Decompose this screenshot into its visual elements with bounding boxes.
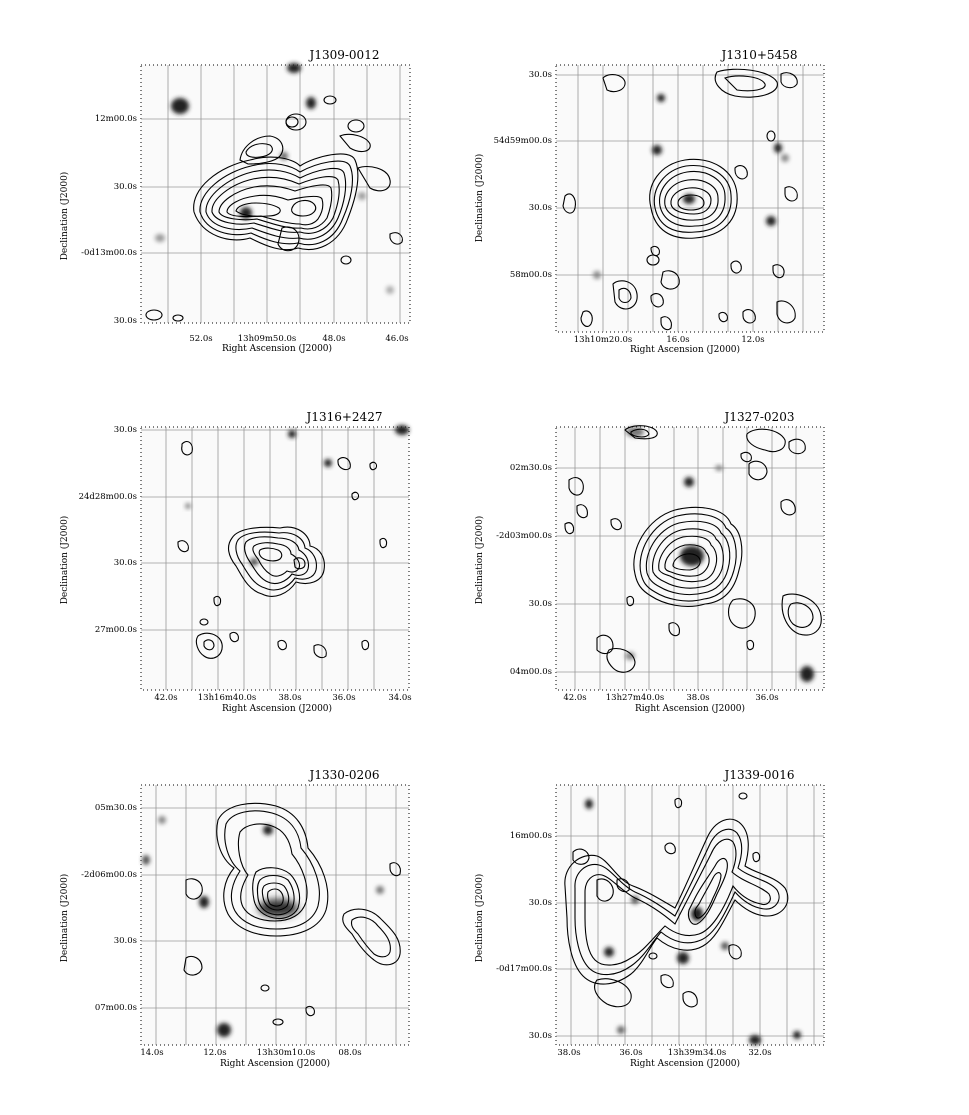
dec-tick-label: 24d28m00.0s (78, 492, 137, 502)
panel-j1310-5458: J1310+5458 (475, 48, 825, 368)
ra-axis-title: Right Ascension (J2000) (629, 345, 741, 355)
ra-tick-label: 14.0s (140, 1048, 164, 1058)
panel-title: J1316+2427 (306, 410, 383, 424)
radio-contours (564, 792, 789, 1008)
ra-tick-label: 38.0s (686, 693, 710, 703)
ra-tick-label: 34.0s (388, 693, 412, 703)
ra-tick-label: 38.0s (278, 693, 302, 703)
optical-sources (185, 425, 409, 566)
radio-contour-map (140, 63, 411, 324)
panel-j1309-0012: J1309-0012 (60, 48, 411, 368)
dec-tick-label: -0d17m00.0s (496, 964, 552, 974)
dec-tick-label: 30.0s (528, 70, 552, 80)
radio-contour-map (555, 425, 825, 691)
ra-tick-label: 13h27m40.0s (605, 693, 665, 703)
ra-tick-label: 48.0s (322, 334, 346, 344)
panel-title: J1330-0206 (309, 768, 380, 782)
ra-tick-label: 38.0s (557, 1048, 581, 1058)
dec-tick-label: 58m00.0s (509, 270, 552, 280)
ra-tick-label: 32.0s (748, 1048, 772, 1058)
dec-tick-label: 30.0s (528, 203, 552, 213)
ra-tick-label: 12.0s (203, 1048, 227, 1058)
dec-tick-label: 05m30.0s (94, 803, 137, 813)
panel-j1316-2427: J1316+2427 (60, 410, 412, 730)
ra-tick-label: 13h39m34.0s (667, 1048, 727, 1058)
ra-tick-label: 42.0s (154, 693, 178, 703)
dec-axis-title: Declination (J2000) (60, 171, 70, 261)
panel-title: J1339-0016 (724, 768, 795, 782)
optical-sources (585, 799, 801, 1045)
dec-tick-label: 04m00.0s (509, 667, 552, 677)
dec-tick-label: 07m00.0s (94, 1003, 137, 1013)
radio-contour-map (140, 425, 410, 691)
radio-contours (145, 95, 403, 322)
ra-tick-label: 13h16m40.0s (197, 693, 257, 703)
ra-tick-label: 13h10m20.0s (573, 335, 633, 345)
dec-tick-label: -2d03m00.0s (496, 531, 552, 541)
dec-tick-label: 30.0s (528, 898, 552, 908)
panel-j1330-0206: J1330-0206 (60, 768, 410, 1088)
radio-contour-map (555, 784, 825, 1046)
panel-j1339-0016: J1339-0016 (475, 768, 825, 1088)
ra-tick-label: 08.0s (338, 1048, 362, 1058)
radio-contours (562, 68, 798, 331)
dec-tick-label: 16m00.0s (509, 831, 552, 841)
radio-contour-map (555, 64, 825, 333)
radio-contours (564, 425, 822, 673)
panel-title: J1309-0012 (309, 48, 380, 62)
dec-tick-label: 54d59m00.0s (493, 136, 552, 146)
dec-axis-title: Declination (J2000) (60, 515, 70, 605)
dec-tick-label: 30.0s (528, 1031, 552, 1041)
dec-tick-label: -0d13m00.0s (81, 248, 137, 258)
dec-tick-label: 30.0s (113, 182, 137, 192)
dec-tick-label: 02m30.0s (509, 463, 552, 473)
dec-axis-title: Declination (J2000) (60, 873, 70, 963)
dec-tick-label: 12m00.0s (94, 114, 137, 124)
dec-axis-title: Declination (J2000) (475, 153, 485, 243)
dec-tick-label: 27m00.0s (94, 625, 137, 635)
optical-sources (155, 63, 394, 294)
ra-tick-label: 12.0s (741, 335, 765, 345)
panel-title: J1327-0203 (724, 410, 795, 424)
ra-axis-title: Right Ascension (J2000) (634, 704, 746, 714)
dec-tick-label: 30.0s (113, 316, 137, 326)
ra-axis-title: Right Ascension (J2000) (629, 1059, 741, 1069)
radio-contour-map (140, 784, 410, 1046)
ra-tick-label: 52.0s (189, 334, 213, 344)
ra-tick-label: 16.0s (666, 335, 690, 345)
ra-axis-title: Right Ascension (J2000) (221, 704, 333, 714)
dec-axis-title: Declination (J2000) (475, 873, 485, 963)
ra-tick-label: 36.0s (619, 1048, 643, 1058)
dec-axis-title: Declination (J2000) (475, 515, 485, 605)
ra-tick-label: 46.0s (385, 334, 409, 344)
optical-sources (593, 94, 789, 279)
radio-contours (177, 441, 388, 659)
panel-title: J1310+5458 (721, 48, 798, 62)
dec-tick-label: 30.0s (113, 558, 137, 568)
panel-j1327-0203: J1327-0203 (475, 410, 825, 730)
ra-axis-title: Right Ascension (J2000) (219, 1059, 331, 1069)
ra-tick-label: 42.0s (563, 693, 587, 703)
dec-tick-label: 30.0s (113, 936, 137, 946)
ra-axis-title: Right Ascension (J2000) (221, 344, 333, 354)
ra-tick-label: 36.0s (755, 693, 779, 703)
ra-tick-label: 13h09m50.0s (237, 334, 297, 344)
radio-contours (183, 802, 401, 1026)
dec-tick-label: -2d06m00.0s (81, 870, 137, 880)
dec-tick-label: 30.0s (113, 425, 137, 435)
ra-tick-label: 36.0s (332, 693, 356, 703)
ra-tick-label: 13h30m10.0s (256, 1048, 316, 1058)
dec-tick-label: 30.0s (528, 599, 552, 609)
